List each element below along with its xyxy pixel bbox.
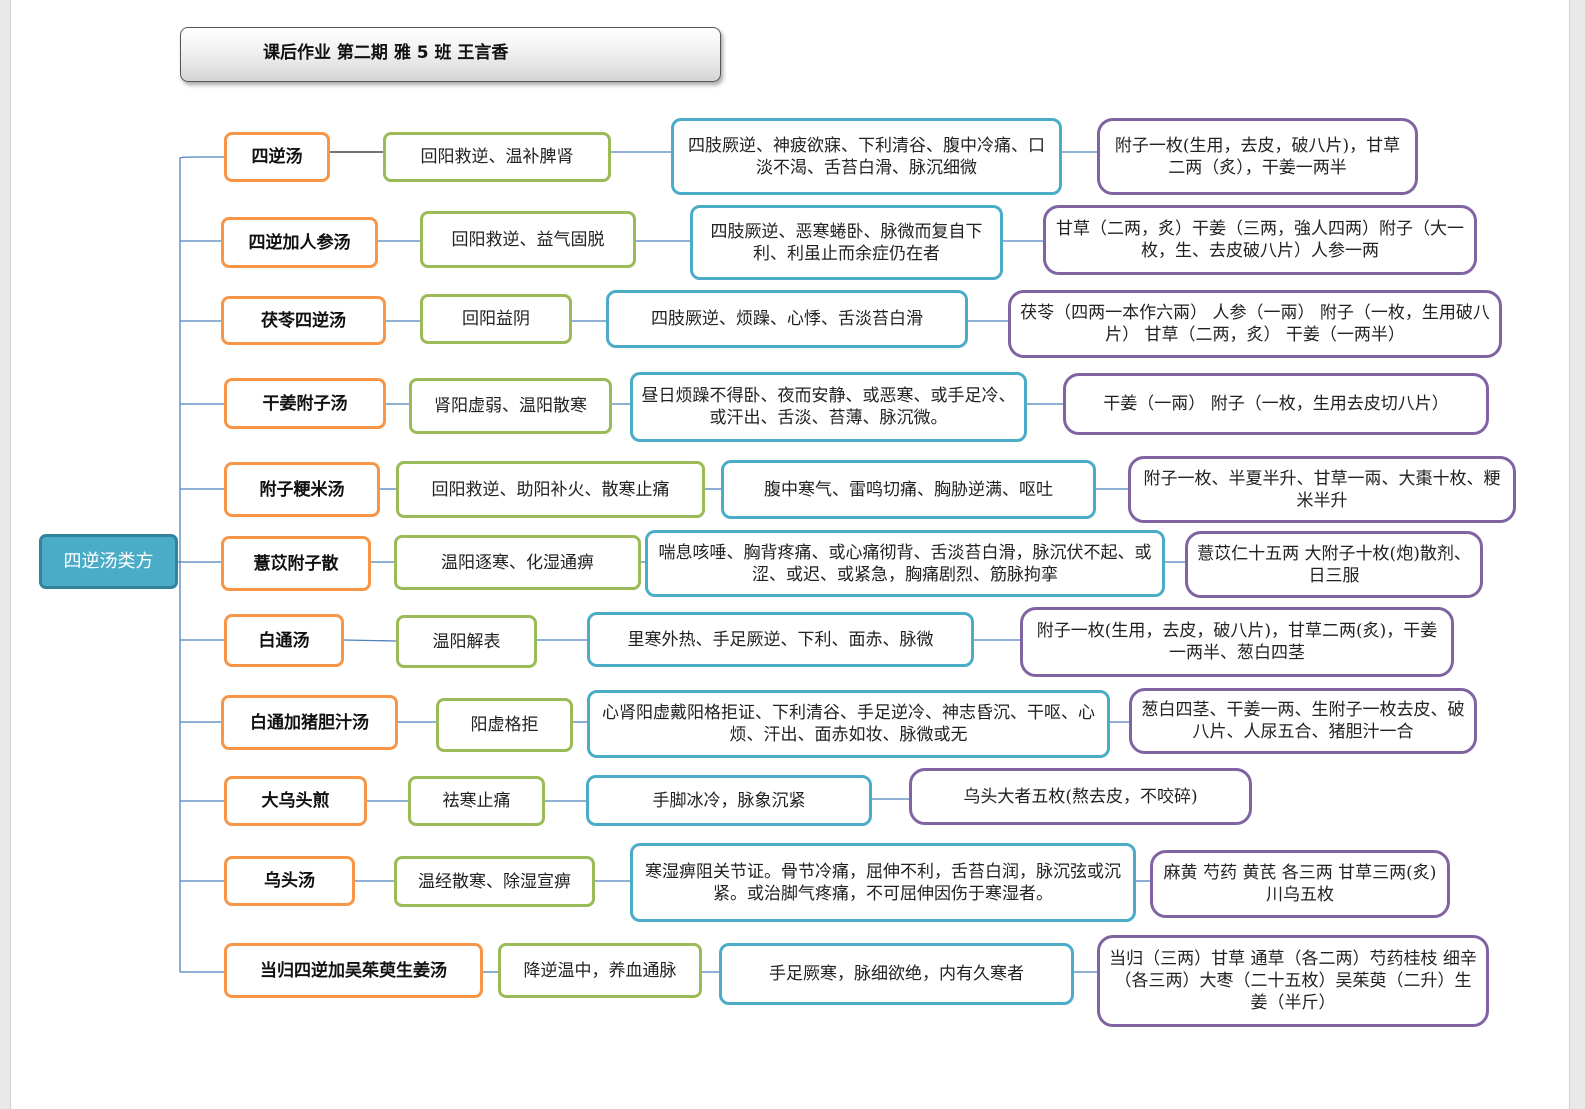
composition-node: 附子一枚(生用，去皮，破八片)，甘草二两（炙），干姜一两半 [1097, 118, 1418, 195]
formula-name-node: 薏苡附子散 [221, 536, 371, 591]
effect-node: 肾阳虚弱、温阳散寒 [409, 378, 612, 434]
composition-node: 干姜（一兩） 附子（一枚，生用去皮切八片） [1063, 373, 1489, 435]
composition-node: 薏苡仁十五两 大附子十枚(炮)散剂、日三服 [1185, 531, 1483, 598]
formula-name-node: 四逆加人参汤 [221, 217, 378, 268]
formula-name-node: 四逆汤 [224, 132, 330, 182]
effect-node: 回阳救逆、益气固脱 [420, 211, 636, 268]
symptom-node: 手足厥寒，脉细欲绝，内有久寒者 [719, 943, 1074, 1005]
composition-node: 当归（三两）甘草 通草（各二两）芍药桂枝 细辛（各三两）大枣（二十五枚）吴茱萸（… [1097, 935, 1489, 1027]
effect-node: 回阳救逆、助阳补火、散寒止痛 [396, 461, 705, 518]
symptom-node: 寒湿痹阻关节证。骨节冷痛，屈伸不利，舌苔白润，脉沉弦或沉紧。或治脚气疼痛，不可屈… [630, 843, 1136, 922]
composition-node: 乌头大者五枚(熬去皮，不咬碎) [909, 768, 1252, 825]
composition-node: 附子一枚、半夏半升、甘草一兩、大棗十枚、粳米半升 [1128, 456, 1516, 523]
symptom-node: 腹中寒气、雷鸣切痛、胸胁逆满、呕吐 [721, 460, 1096, 519]
symptom-node: 四肢厥逆、烦躁、心悸、舌淡苔白滑 [606, 290, 968, 348]
effect-node: 温阳解表 [396, 615, 537, 668]
effect-node: 回阳益阴 [420, 294, 572, 344]
formula-name-node: 附子粳米汤 [224, 462, 380, 517]
formula-name-node: 乌头汤 [224, 856, 355, 906]
effect-node: 降逆温中，养血通脉 [498, 943, 702, 998]
effect-node: 祛寒止痛 [408, 776, 545, 826]
symptom-node: 四肢厥逆、神疲欲寐、下利清谷、腹中冷痛、口淡不渴、舌苔白滑、脉沉细微 [671, 118, 1062, 195]
formula-name-node: 白通加猪胆汁汤 [221, 695, 398, 750]
composition-node: 附子一枚(生用，去皮，破八片)，甘草二两(炙)，干姜一两半、葱白四茎 [1020, 607, 1454, 677]
formula-name-node: 当归四逆加吴茱萸生姜汤 [224, 943, 483, 998]
formula-name-node: 茯苓四逆汤 [221, 296, 386, 345]
effect-node: 阳虚格拒 [436, 698, 573, 752]
composition-node: 茯苓（四两一本作六兩） 人参（一兩） 附子（一枚，生用破八片） 甘草（二两，炙）… [1008, 290, 1502, 358]
symptom-node: 四肢厥逆、恶寒蜷卧、脉微而复自下利、利虽止而余症仍在者 [690, 205, 1003, 280]
page-title: 课后作业 第二期 雅 5 班 王言香 [180, 27, 721, 82]
effect-node: 回阳救逆、温补脾肾 [383, 132, 611, 182]
symptom-node: 里寒外热、手足厥逆、下利、面赤、脉微 [587, 612, 974, 667]
composition-node: 麻黄 芍药 黄芪 各三两 甘草三两(炙) 川乌五枚 [1150, 850, 1450, 918]
formula-name-node: 干姜附子汤 [224, 378, 386, 429]
symptom-node: 昼日烦躁不得卧、夜而安静、或恶寒、或手足冷、或汗出、舌淡、苔薄、脉沉微。 [630, 372, 1027, 442]
symptom-node: 喘息咳唾、胸背疼痛、或心痛彻背、舌淡苔白滑，脉沉伏不起、或涩、或迟、或紧急，胸痛… [645, 530, 1165, 597]
effect-node: 温阳逐寒、化湿通痹 [394, 535, 641, 590]
formula-name-node: 白通汤 [224, 614, 344, 667]
effect-node: 温经散寒、除湿宣痹 [394, 856, 595, 907]
symptom-node: 心肾阳虚戴阳格拒证、下利清谷、手足逆冷、神志昏沉、干呕、心烦、汗出、面赤如妆、脉… [587, 690, 1110, 758]
root-node: 四逆汤类方 [39, 534, 178, 589]
symptom-node: 手脚冰冷，脉象沉紧 [586, 775, 872, 826]
composition-node: 甘草（二两，炙）干姜（三两，強人四两）附子（大一枚，生、去皮破八片）人参一两 [1043, 205, 1477, 275]
formula-name-node: 大乌头煎 [224, 776, 367, 826]
composition-node: 葱白四茎、干姜一两、生附子一枚去皮、破八片、人尿五合、猪胆汁一合 [1129, 688, 1477, 754]
